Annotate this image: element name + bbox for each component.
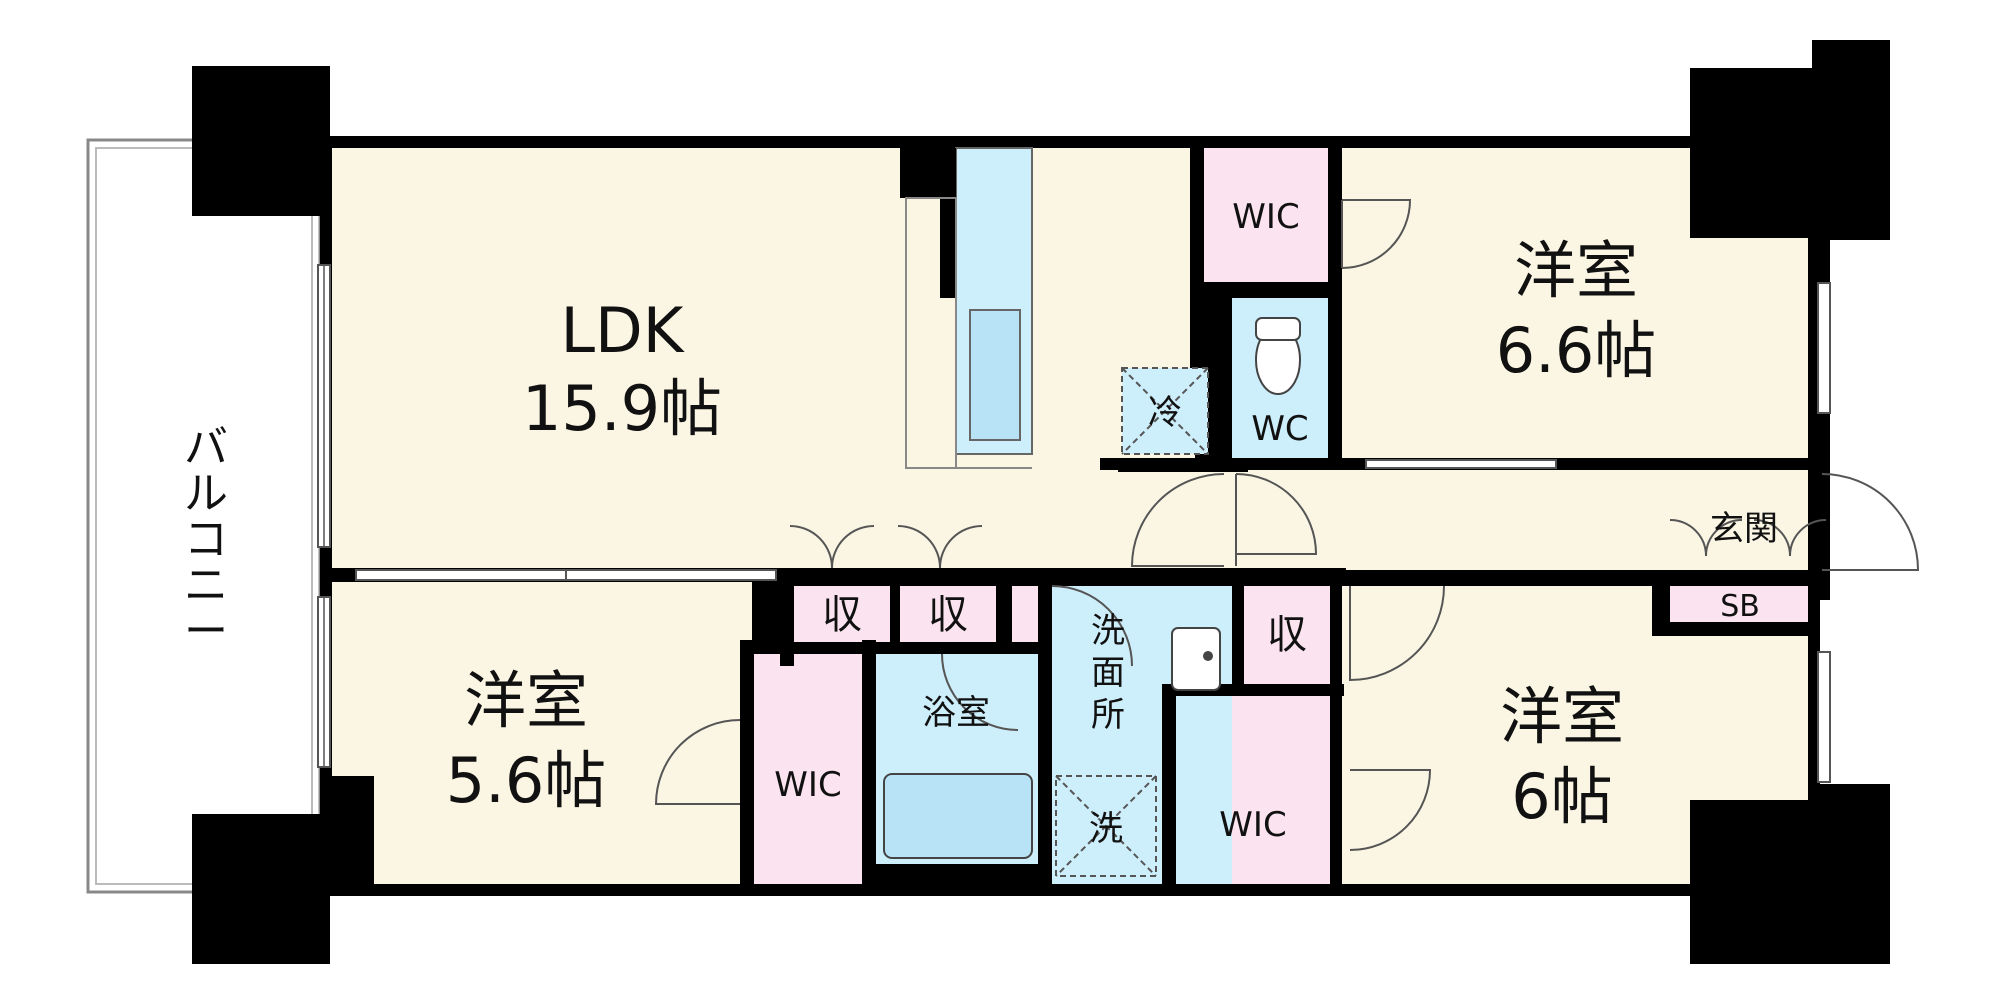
balcony-label-3: コ bbox=[184, 514, 228, 565]
bedroom-se-name: 洋室 bbox=[1500, 680, 1624, 753]
entrance-label: 玄関 bbox=[1710, 509, 1778, 549]
washroom-label-3: 所 bbox=[1091, 695, 1125, 735]
wic-north-label: WIC bbox=[1232, 197, 1299, 237]
washroom-label-2: 面 bbox=[1091, 653, 1125, 693]
washer-label: 洗 bbox=[1089, 809, 1123, 849]
column-nw bbox=[192, 66, 330, 216]
ldk-name: LDK bbox=[561, 294, 685, 367]
bedroom-ne-size: 6.6帖 bbox=[1496, 314, 1657, 387]
fridge-label: 冷 bbox=[1148, 393, 1182, 433]
balcony-area bbox=[86, 138, 322, 894]
sink-fixture bbox=[1171, 627, 1221, 691]
room-wic-sw bbox=[754, 654, 862, 884]
hallway bbox=[1120, 470, 1660, 570]
storage-1-label: 収 bbox=[822, 592, 862, 638]
room-storage-1 bbox=[794, 586, 890, 642]
wic-se-label: WIC bbox=[1219, 805, 1286, 845]
ldk-size: 15.9帖 bbox=[522, 372, 722, 445]
balcony-label-5: ー bbox=[184, 606, 228, 657]
bedroom-se-size: 6帖 bbox=[1511, 760, 1612, 833]
room-storage-2 bbox=[900, 586, 996, 642]
balcony-label-2: ル bbox=[184, 468, 228, 519]
room-bedroom-sw bbox=[332, 582, 752, 884]
balcony-label-1: バ bbox=[184, 422, 228, 473]
column-ne bbox=[1690, 68, 1822, 238]
bedroom-ne-name: 洋室 bbox=[1514, 234, 1638, 307]
balcony-label-4: ニ bbox=[184, 560, 228, 611]
column-se bbox=[1690, 800, 1822, 964]
room-shoe-box bbox=[1670, 586, 1808, 622]
bath-label: 浴室 bbox=[922, 693, 990, 733]
door-swings bbox=[654, 199, 1920, 851]
bedroom-sw-name: 洋室 bbox=[464, 664, 588, 737]
bedroom-sw-size: 5.6帖 bbox=[446, 744, 607, 817]
wic-sw-label: WIC bbox=[774, 765, 841, 805]
wc-label: WC bbox=[1251, 409, 1308, 449]
room-wic-north bbox=[1204, 148, 1328, 282]
washroom-label-1: 洗 bbox=[1091, 611, 1125, 651]
shoe-box-label: SB bbox=[1720, 589, 1760, 624]
storage-2-label: 収 bbox=[928, 592, 968, 638]
room-storage-3 bbox=[1244, 586, 1330, 684]
column-sw bbox=[192, 814, 330, 964]
bathtub bbox=[883, 773, 1033, 859]
storage-3-label: 収 bbox=[1267, 612, 1307, 658]
